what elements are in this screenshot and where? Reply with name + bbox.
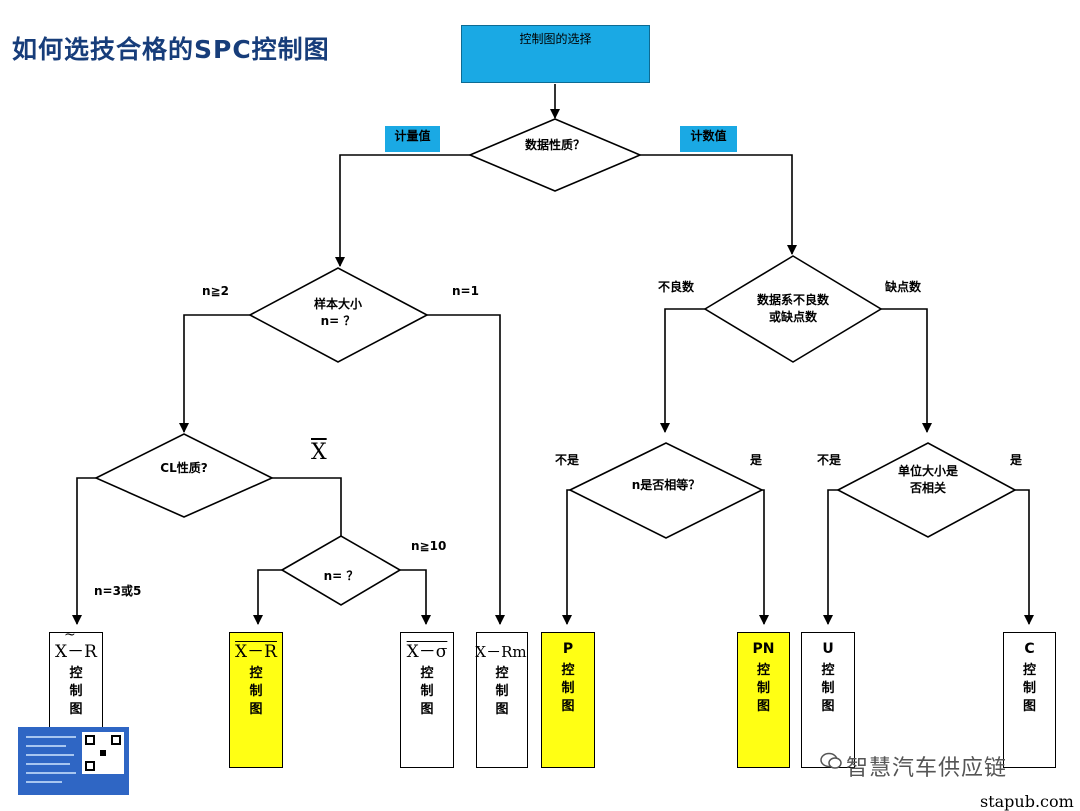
defect-type-line-2: 或缺点数	[768, 310, 817, 324]
n-text: n= ？	[323, 569, 359, 583]
wechat-icon	[820, 752, 842, 769]
result-xbar-r-word: 控制图	[249, 666, 263, 717]
edge-n-to-xbar-r	[253, 569, 282, 625]
decision-sample-size	[248, 267, 429, 363]
result-u: U 控制图	[801, 632, 855, 768]
edge-nequal-to-p	[562, 489, 580, 625]
label-not-2: 不是	[817, 453, 842, 467]
edge-n-to-xbar-s	[400, 569, 431, 625]
edge-nature-to-variable	[335, 154, 470, 267]
result-x-rm-name: X－Rm	[475, 643, 527, 661]
qr-business-card	[18, 727, 129, 795]
edge-unit-to-c	[1015, 489, 1034, 625]
result-pn: PN 控制图	[737, 632, 790, 768]
edge-sample-to-xrm	[427, 314, 505, 625]
label-n-3-or-5: n=3或5	[94, 584, 142, 598]
result-xbar-s: X－σ 控制图	[400, 632, 454, 768]
decision-data-nature	[467, 118, 643, 192]
defect-type-text: 数据系不良数 或缺点数	[733, 292, 853, 326]
label-x-bar: X	[311, 440, 327, 465]
unit-size-line-1: 单位大小是	[897, 464, 958, 478]
label-n-eq-1: n=1	[452, 284, 479, 298]
result-x-rm-word: 控制图	[495, 666, 509, 717]
result-p-name: P	[562, 641, 574, 657]
unit-size-line-2: 否相关	[909, 481, 946, 495]
result-xbar-r: X－R 控制图	[229, 632, 283, 768]
label-not-1: 不是	[555, 453, 580, 467]
result-c-name: C	[1024, 641, 1035, 657]
result-c-word: 控制图	[1022, 663, 1036, 714]
result-p-word: 控制图	[561, 663, 575, 714]
edge-cl-to-n	[272, 477, 342, 536]
result-u-name: U	[822, 641, 834, 657]
result-median-r: ~ X－R 控制图	[49, 627, 103, 768]
label-yes-1: 是	[750, 453, 763, 467]
unit-size-text: 单位大小是 否相关	[868, 463, 988, 497]
result-xbar-s-word: 控制图	[420, 666, 434, 717]
tag-attribute: 计数值	[680, 126, 737, 152]
result-pn-word: 控制图	[756, 663, 770, 714]
result-median-r-word: 控制图	[69, 666, 83, 717]
edge-cl-to-median	[72, 477, 96, 625]
label-defectives: 不良数	[658, 280, 695, 294]
sample-size-text: 样本大小 n= ？	[278, 296, 398, 330]
brand-watermark: 智慧汽车供应链	[846, 756, 1008, 781]
result-xbar-r-name: X－R	[235, 642, 277, 662]
edge-nature-to-attribute	[640, 154, 797, 255]
tag-variable: 计量值	[385, 126, 440, 152]
label-yes-2: 是	[1010, 453, 1023, 467]
site-watermark: stapub.com	[980, 792, 1074, 811]
decision-n-equal	[568, 442, 764, 539]
decision-n	[280, 535, 402, 606]
sample-size-line-1: 样本大小	[313, 297, 362, 311]
edge-unit-to-u	[823, 489, 838, 625]
label-n-ge-10: n≧10	[411, 539, 447, 553]
decision-defect-type	[703, 255, 883, 363]
edge-defect-to-nequal	[660, 308, 705, 433]
result-xbar-s-name: X－σ	[406, 642, 448, 662]
sample-size-line-2: n= ？	[320, 314, 356, 328]
label-defects: 缺点数	[885, 280, 922, 294]
edge-sample-to-cl	[179, 314, 250, 433]
tilde-mark: ~	[64, 627, 76, 643]
page-title: 如何选技合格的SPC控制图	[12, 35, 330, 64]
result-c: C 控制图	[1003, 632, 1056, 768]
result-median-r-name: X－R	[55, 642, 97, 662]
decision-unit-size	[836, 442, 1017, 538]
cl-nature-text: CL性质?	[160, 461, 208, 475]
result-x-rm: X－Rm 控制图	[475, 632, 528, 768]
decision-cl-nature	[94, 433, 274, 518]
edge-defect-to-unitsize	[881, 308, 932, 433]
start-box: 控制图的选择	[461, 25, 650, 83]
defect-type-line-1: 数据系不良数	[756, 293, 829, 307]
qr-code-icon	[82, 732, 124, 774]
result-pn-name: PN	[752, 641, 775, 657]
result-p: P 控制图	[541, 632, 595, 768]
edge-nequal-to-pn	[752, 489, 769, 625]
label-n-ge-2: n≧2	[202, 284, 229, 298]
result-u-word: 控制图	[821, 663, 835, 714]
n-equal-text: n是否相等？	[631, 478, 701, 492]
data-nature-text: 数据性质？	[524, 138, 585, 152]
